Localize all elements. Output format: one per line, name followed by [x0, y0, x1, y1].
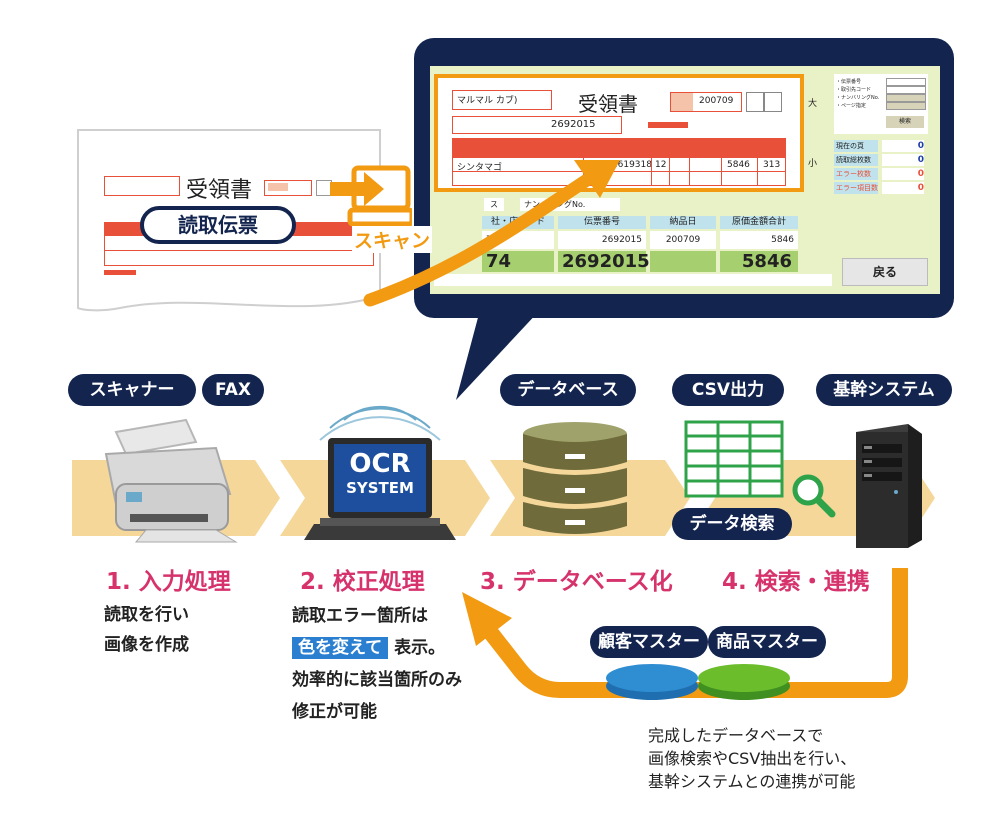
search-field-3[interactable] [886, 94, 926, 102]
form-red-band [452, 138, 786, 158]
form-slip-no: 2692015 [551, 119, 596, 130]
header-cost-total: 原価金額合計 [720, 216, 798, 229]
scanner-icon [330, 165, 412, 227]
server-tower-icon [856, 424, 922, 548]
search-field-4[interactable] [886, 102, 926, 110]
search-label-page: ・ページ指定 [836, 103, 866, 109]
step-3-title: 3. データベース化 [480, 569, 673, 595]
confirmed-cost-total[interactable]: 5846 [720, 251, 798, 272]
stat-label-current-page: 現在の頁 [834, 140, 878, 152]
master-discs [606, 664, 790, 700]
step-1-title: 1. 入力処理 [106, 569, 231, 595]
confirmed-slip-no[interactable]: 2692015 [558, 251, 650, 272]
tag-product-master: 商品マスター [708, 626, 826, 658]
form-image: マルマル カブ) 受領書 200709 2692015 シンタマゴ 385726… [434, 74, 804, 192]
step-2-desc-line4: 修正が可能 [292, 702, 377, 722]
form-slip-box: 2692015 [452, 116, 622, 134]
search-field-1[interactable] [886, 78, 926, 86]
ocr-values-row: 74 2692015 200709 5846 [482, 231, 798, 249]
step-1-desc-line2: 画像を作成 [104, 635, 189, 655]
bottom-note: 完成したデータベースで 画像検索やCSV抽出を行い、 基幹システムとの連携が可能 [648, 724, 856, 793]
scanner-device-icon [104, 418, 238, 543]
stats-panel: 現在の頁 0 読取総枚数 0 エラー枚数 0 エラー項目数 0 [834, 140, 928, 196]
form-side-large: 大 [808, 99, 818, 109]
search-label-numbering: ・ナンバリングNo. [836, 95, 880, 101]
tag-database: データベース [500, 374, 636, 406]
small-tab[interactable]: ス [484, 198, 504, 211]
form-date-box: 200709 [670, 92, 742, 112]
color-change-highlight: 色を変えて [292, 637, 389, 659]
ocr-delivery-date[interactable]: 200709 [650, 231, 716, 249]
tag-data-search: データ検索 [672, 508, 792, 540]
ocr-laptop-icon [304, 405, 456, 540]
form-customer-box: マルマル カブ) [452, 90, 552, 110]
form-title: 受領書 [578, 92, 638, 116]
ocr-screen-line2: SYSTEM [346, 479, 414, 497]
search-field-2[interactable] [886, 86, 926, 94]
scan-label: スキャン [352, 226, 433, 253]
step-1-desc-line1: 読取を行い [104, 605, 189, 625]
stat-value-current-page: 0 [882, 140, 924, 152]
search-label-slip: ・伝票番号 [836, 79, 862, 85]
bottom-note-line1: 完成したデータベースで [648, 726, 824, 745]
stat-value-total: 0 [882, 154, 924, 166]
stat-value-error-pages: 0 [882, 168, 924, 180]
read-slip-badge: 読取伝票 [140, 206, 296, 244]
ocr-cost-total[interactable]: 5846 [720, 231, 798, 249]
stat-label-error-pages: エラー枚数 [834, 168, 878, 180]
header-delivery-date: 納品日 [650, 216, 716, 229]
search-panel: ・伝票番号 ・取引先コード ・ナンバリングNo. ・ページ指定 検索 [834, 74, 928, 134]
confirmed-shop-code[interactable]: 74 [482, 251, 554, 272]
confirmed-delivery-date[interactable] [650, 251, 716, 272]
search-label-partner: ・取引先コード [836, 87, 872, 93]
ocr-screen-line1: OCR [349, 449, 411, 479]
csv-grid-icon [684, 420, 784, 498]
form-table: シンタマゴ 38572619318 12 5846 313 [452, 158, 786, 186]
ocr-slip-no[interactable]: 2692015 [558, 231, 646, 249]
stat-label-error-items: エラー項目数 [834, 182, 878, 194]
step-2-desc-line1: 読取エラー箇所は [292, 606, 428, 626]
tag-scanner: スキャナー [68, 374, 196, 406]
form-date: 200709 [699, 96, 734, 106]
step-2-desc: 読取エラー箇所は 色を変えて 表示。 効率的に該当箇所のみ 修正が可能 [292, 600, 462, 728]
back-button[interactable]: 戻る [842, 258, 928, 286]
stat-value-error-items: 0 [882, 182, 924, 194]
paper-title: 受領書 [186, 178, 253, 203]
status-bar [434, 274, 832, 286]
bottom-note-line3: 基幹システムとの連携が可能 [648, 772, 856, 791]
step-2-desc-line3: 効率的に該当箇所のみ [292, 670, 462, 690]
step-1-desc: 読取を行い 画像を作成 [104, 600, 189, 660]
confirmed-values-row: 74 2692015 5846 [482, 251, 798, 272]
read-slip-label: 読取伝票 [178, 213, 258, 237]
header-slip-no: 伝票番号 [558, 216, 646, 229]
search-magnifier-icon [792, 474, 836, 518]
search-button[interactable]: 検索 [886, 116, 924, 128]
step-4-title: 4. 検索・連携 [722, 569, 870, 595]
table-header-row: 社・店コード 伝票番号 納品日 原価金額合計 [482, 216, 798, 229]
tag-fax: FAX [202, 374, 264, 406]
stat-label-total: 読取総枚数 [834, 154, 878, 166]
tag-core-system: 基幹システム [816, 374, 952, 406]
tag-csv-output: CSV出力 [672, 374, 784, 406]
step-2-desc-line2: 色を変えて 表示。 [292, 632, 462, 664]
form-customer: マルマル カブ) [457, 96, 518, 106]
step-2-title: 2. 校正処理 [300, 569, 425, 595]
data-table: 社・店コード 伝票番号 納品日 原価金額合計 74 2692015 200709… [482, 216, 798, 272]
step-2-desc-line2-rest: 表示。 [394, 638, 446, 658]
bottom-note-line2: 画像検索やCSV抽出を行い、 [648, 749, 857, 768]
tag-customer-master: 顧客マスター [590, 626, 708, 658]
database-icon [523, 422, 627, 534]
form-side-small: 小 [808, 159, 818, 169]
